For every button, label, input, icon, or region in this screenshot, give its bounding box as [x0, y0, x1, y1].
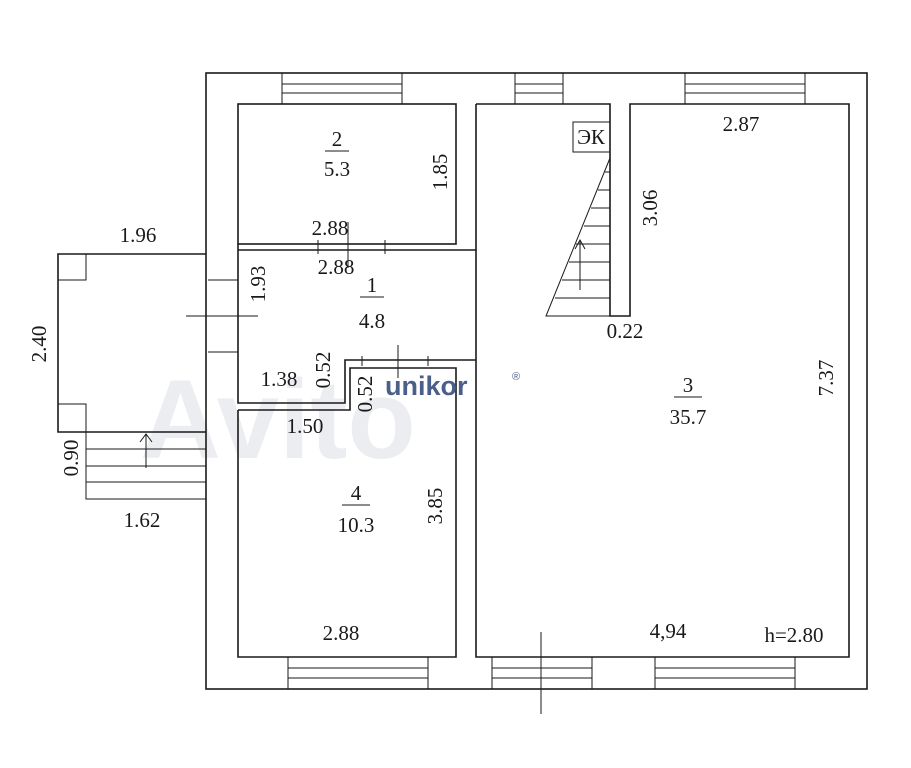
dim-porch-width: 1.96 — [120, 223, 157, 247]
door-marks — [186, 222, 542, 714]
dim-room1-height: 1.93 — [246, 266, 270, 303]
dim-room2-top: 2.88 — [312, 216, 349, 240]
dim-steps-width: 1.62 — [124, 508, 161, 532]
window-top-left — [281, 72, 403, 105]
logo-mark: ® — [512, 371, 520, 383]
room-3-outline — [475, 103, 850, 658]
electric-meter: ЭК — [572, 121, 611, 153]
window-top-right — [684, 72, 806, 105]
dim-room3-top: 2.87 — [723, 112, 760, 136]
dim-stair-side: 3.06 — [638, 190, 662, 227]
room-3-area: 35.7 — [670, 405, 707, 429]
brand-logo: unikor ® — [385, 371, 520, 401]
dim-corridor-width: 1.38 — [261, 367, 298, 391]
window-bottom-right — [654, 656, 796, 690]
dim-stair-offset: 0.22 — [607, 319, 644, 343]
room-labels: 2 5.3 1 4.8 3 35.7 4 10.3 h=2.80 — [324, 127, 824, 647]
windows — [281, 72, 806, 690]
room-1-number: 1 — [367, 273, 378, 297]
electric-meter-label: ЭК — [577, 125, 606, 149]
dim-niche-depth: 0.52 — [311, 352, 335, 389]
dim-porch-depth: 2.40 — [27, 326, 51, 363]
dim-niche-depth-2: 0.52 — [353, 376, 377, 413]
dim-corridor-lower: 1.50 — [287, 414, 324, 438]
watermark-text: Avito — [140, 357, 416, 482]
dimension-labels-vertical: 2.40 0.90 1.85 1.93 0.52 0.52 3.85 3.06 … — [27, 154, 838, 525]
dim-room4-height: 3.85 — [423, 488, 447, 525]
room-3-number: 3 — [683, 373, 694, 397]
room-4-area: 10.3 — [338, 513, 375, 537]
room-4-outline — [237, 367, 457, 658]
logo-text: unikor — [385, 371, 468, 401]
window-top-middle — [514, 72, 564, 105]
dim-room3-bottom: 4,94 — [650, 619, 687, 643]
ceiling-height: h=2.80 — [764, 623, 823, 647]
window-bottom-left — [287, 656, 429, 690]
room-4-number: 4 — [351, 481, 362, 505]
dimension-labels: 1.96 1.62 2.88 2.88 1.38 1.50 2.88 2.87 … — [120, 112, 760, 645]
dim-room2-height: 1.85 — [428, 154, 452, 191]
dim-steps-depth: 0.90 — [59, 440, 83, 477]
room-1-outline — [237, 244, 476, 404]
window-bottom-middle — [491, 656, 593, 690]
room-2-number: 2 — [332, 127, 343, 151]
staircase-icon — [545, 157, 611, 317]
room-1-area: 4.8 — [359, 309, 385, 333]
dim-room3-height: 7.37 — [814, 360, 838, 397]
dim-room4-bottom: 2.88 — [323, 621, 360, 645]
room-2-area: 5.3 — [324, 157, 350, 181]
dim-room1-top: 2.88 — [318, 255, 355, 279]
entrance-steps — [85, 431, 207, 500]
